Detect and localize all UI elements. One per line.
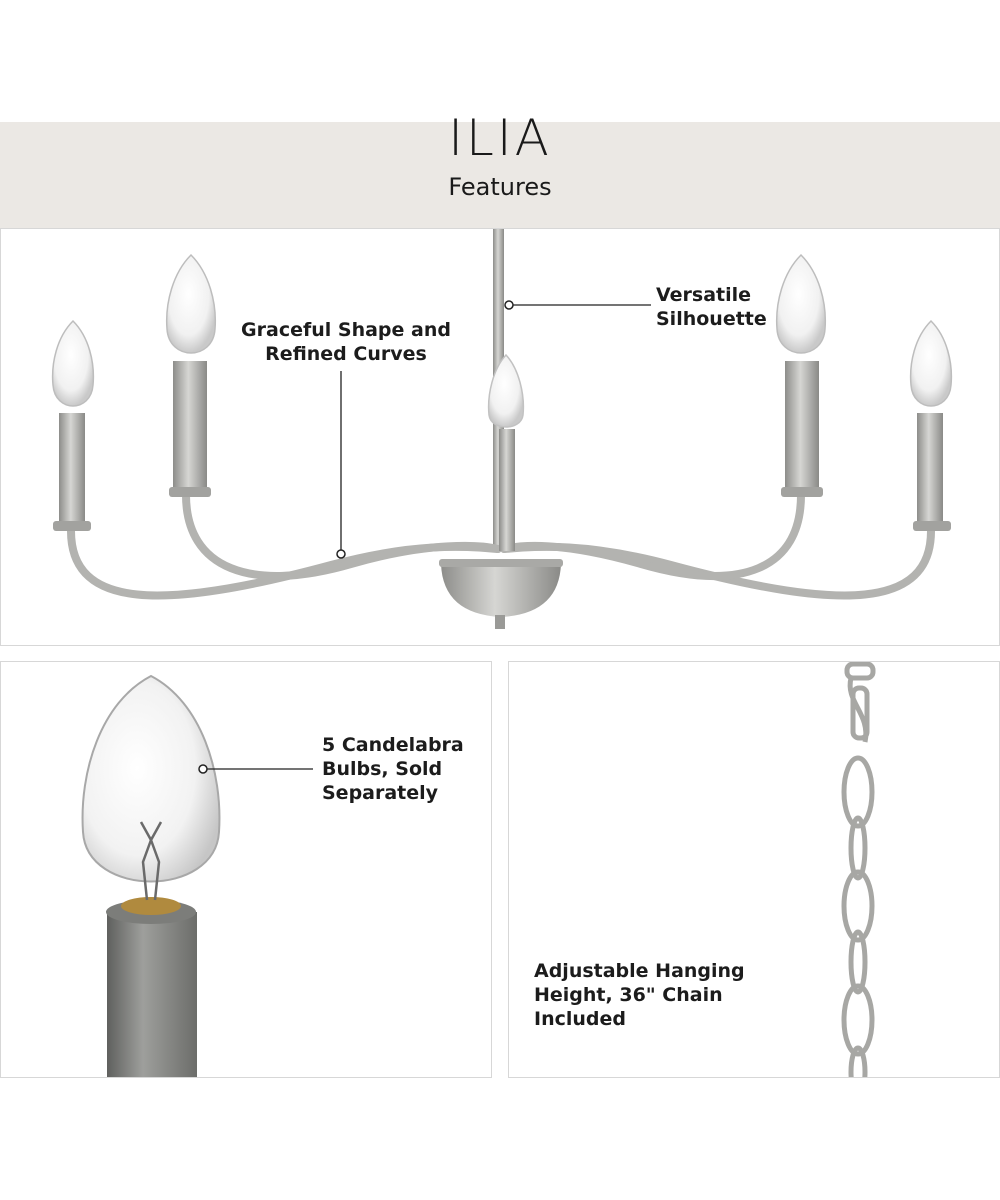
callout-chain-line3: Included bbox=[534, 1008, 626, 1030]
brand-title: ILIA bbox=[448, 109, 552, 167]
header-band bbox=[0, 122, 1000, 228]
leader-lines bbox=[340, 304, 651, 553]
bulb-illustration bbox=[81, 674, 313, 1077]
callout-bulbs-line3: Separately bbox=[322, 782, 439, 804]
chain-links bbox=[841, 662, 876, 1077]
bulb-marker bbox=[198, 764, 208, 774]
candle-cup bbox=[107, 912, 197, 1077]
chandelier-illustration bbox=[51, 229, 953, 629]
candle-cups bbox=[53, 361, 951, 531]
callout-chain-line2: Height, 36" Chain bbox=[534, 984, 723, 1006]
callout-silhouette: Versatile Silhouette bbox=[656, 283, 767, 331]
arms bbox=[67, 491, 935, 600]
chain-detail-panel: Adjustable Hanging Height, 36" Chain Inc… bbox=[508, 661, 1000, 1078]
center-bowl bbox=[441, 564, 561, 617]
callout-bulbs: 5 Candelabra Bulbs, Sold Separately bbox=[322, 733, 464, 805]
bulb-detail-panel: 5 Candelabra Bulbs, Sold Separately bbox=[0, 661, 492, 1078]
bulb-glass bbox=[81, 674, 221, 883]
callout-chain-line1: Adjustable Hanging bbox=[534, 960, 745, 982]
shape-marker bbox=[336, 549, 346, 559]
callout-shape-line1: Graceful Shape and bbox=[241, 319, 451, 341]
features-subtitle: Features bbox=[448, 173, 552, 201]
callout-silhouette-line1: Versatile bbox=[656, 284, 752, 306]
candle-bulbs bbox=[51, 253, 953, 407]
chain-illustration bbox=[841, 662, 876, 1077]
callout-silhouette-line2: Silhouette bbox=[656, 308, 767, 330]
chandelier-panel: Graceful Shape and Refined Curves Versat… bbox=[0, 228, 1000, 646]
callout-shape: Graceful Shape and Refined Curves bbox=[241, 318, 451, 366]
bulb-filament bbox=[139, 821, 163, 901]
silhouette-marker bbox=[504, 300, 514, 310]
callout-bulbs-line2: Bulbs, Sold bbox=[322, 758, 443, 780]
callout-shape-line2: Refined Curves bbox=[265, 343, 427, 365]
center-bulb bbox=[487, 353, 525, 428]
callout-bulbs-line1: 5 Candelabra bbox=[322, 734, 464, 756]
callout-chain: Adjustable Hanging Height, 36" Chain Inc… bbox=[534, 959, 745, 1031]
bulb-base bbox=[121, 897, 181, 915]
